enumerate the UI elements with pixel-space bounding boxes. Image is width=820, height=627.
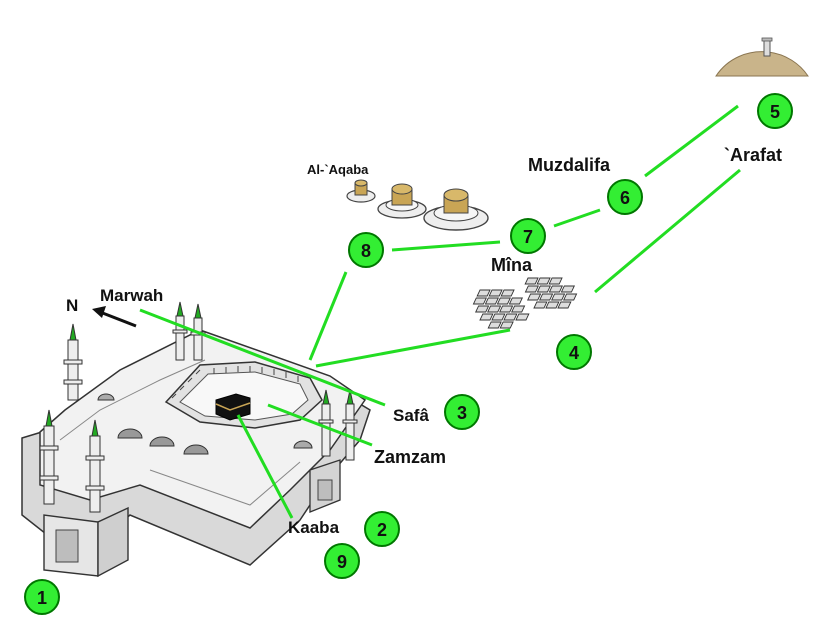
label-muzdalifa: Muzdalifa <box>528 155 611 175</box>
north-arrow: N <box>66 296 137 328</box>
route-muzdalifa-arafat <box>644 104 739 178</box>
label-zamzam: Zamzam <box>374 447 446 467</box>
route-mecca-mina <box>315 328 511 368</box>
mosque-building <box>21 301 371 578</box>
tent-icon <box>472 277 578 329</box>
svg-text:7: 7 <box>523 227 533 247</box>
label-aqaba: Al-`Aqaba <box>307 162 369 177</box>
svg-text:6: 6 <box>620 188 630 208</box>
step-marker-4: 4 <box>556 334 592 370</box>
label-marwah: Marwah <box>100 286 163 305</box>
step-marker-3: 3 <box>444 394 480 430</box>
label-kaaba: Kaaba <box>288 518 340 537</box>
gate-block <box>43 459 341 578</box>
route-aqaba-mina <box>391 240 501 252</box>
svg-text:9: 9 <box>337 552 347 572</box>
step-marker-6: 6 <box>607 179 643 215</box>
minaret-icon <box>39 301 358 513</box>
pillar-icon <box>377 183 427 219</box>
step-markers: 1 2 3 4 5 6 7 8 <box>24 93 793 615</box>
route-mina-arafat <box>594 168 741 294</box>
svg-text:2: 2 <box>377 520 387 540</box>
svg-text:1: 1 <box>37 588 47 608</box>
route-mina-muzdalifa <box>553 208 601 228</box>
dome-icon <box>97 393 313 455</box>
pillar-icon <box>423 188 489 231</box>
step-marker-7: 7 <box>510 218 546 254</box>
pillar-icon <box>346 179 376 203</box>
step-marker-8: 8 <box>348 232 384 268</box>
svg-text:3: 3 <box>457 403 467 423</box>
compass-label: N <box>66 296 78 315</box>
label-mina: Mîna <box>491 255 533 275</box>
step-marker-5: 5 <box>757 93 793 129</box>
label-safa: Safâ <box>393 406 429 425</box>
step-marker-2: 2 <box>364 511 400 547</box>
step-marker-1: 1 <box>24 579 60 615</box>
route-mecca-aqaba <box>308 271 348 361</box>
route-kaaba-leader <box>236 414 294 519</box>
route-zamzam-leader <box>267 403 373 447</box>
svg-text:5: 5 <box>770 102 780 122</box>
svg-text:4: 4 <box>569 343 579 363</box>
route-marwah-safa <box>139 308 386 407</box>
hill-icon <box>715 37 809 77</box>
svg-text:8: 8 <box>361 241 371 261</box>
step-marker-9: 9 <box>324 543 360 579</box>
kaaba-icon <box>215 393 251 421</box>
route-lines <box>139 104 741 519</box>
label-arafat: `Arafat <box>724 145 782 165</box>
